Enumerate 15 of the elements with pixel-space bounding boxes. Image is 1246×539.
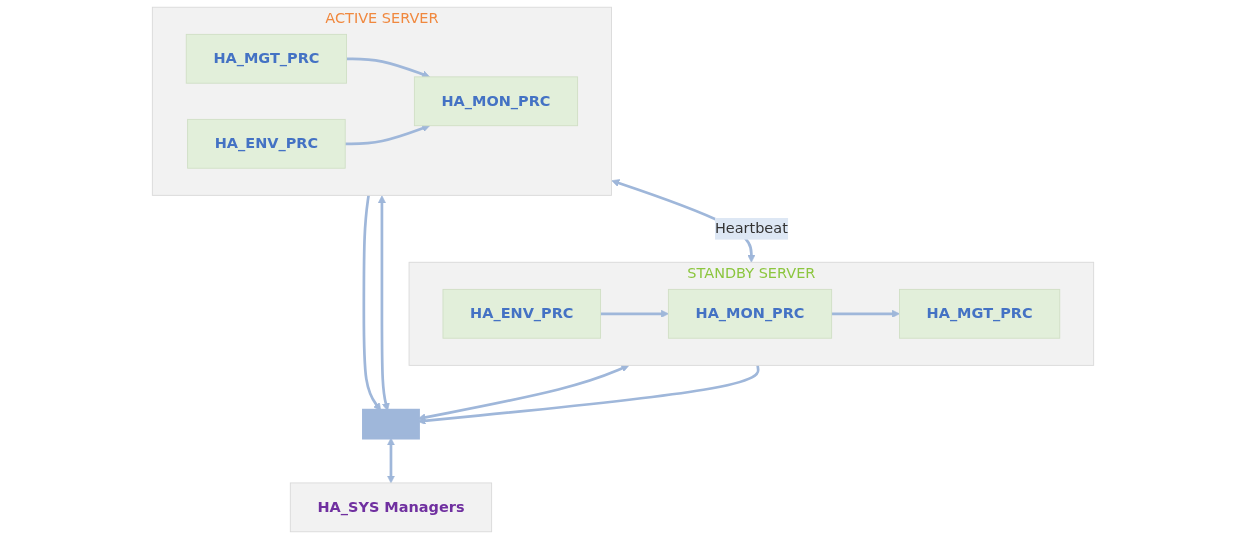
arrow	[831, 309, 900, 318]
node-box: HA_ENV_PRC	[187, 118, 346, 169]
arrow	[387, 437, 395, 484]
node-bar	[362, 408, 420, 440]
node-box: HA_MON_PRC	[413, 76, 579, 127]
node-box: HA_SYS Managers	[289, 482, 493, 533]
node-box: HA_MGT_PRC	[899, 288, 1061, 339]
arrow	[345, 124, 430, 146]
edge-label: Heartbeat	[714, 219, 788, 237]
node-box: HA_MON_PRC	[667, 288, 833, 339]
arrow	[600, 309, 669, 318]
node-box: HA_MGT_PRC	[185, 33, 347, 84]
node-box: HA_ENV_PRC	[442, 288, 602, 339]
arrow	[377, 195, 390, 411]
arrow	[362, 195, 382, 411]
